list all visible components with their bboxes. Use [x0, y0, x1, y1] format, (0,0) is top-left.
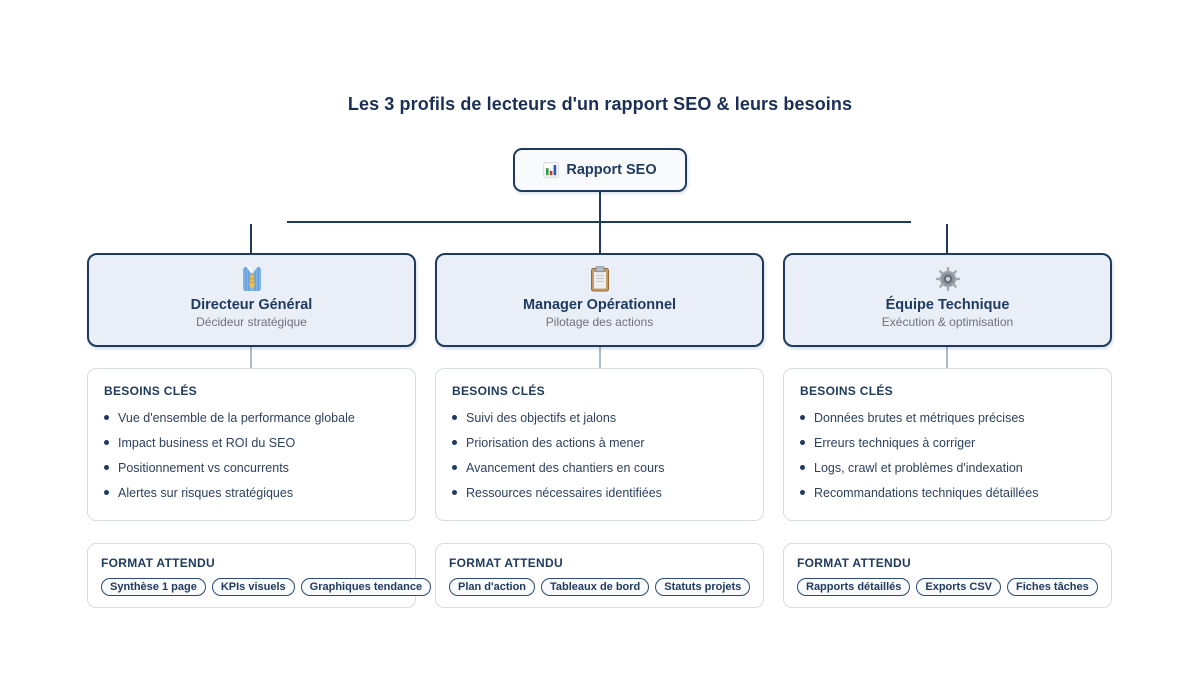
- besoin-item: Alertes sur risques stratégiques: [118, 485, 294, 500]
- profile-subtitle: Pilotage des actions: [545, 315, 654, 329]
- besoin-item: Données brutes et métriques précises: [814, 410, 1025, 425]
- format-tag-row: Rapports détaillés Exports CSV Fiches tâ…: [797, 578, 1098, 596]
- list-item: Priorisation des actions à mener: [452, 430, 747, 455]
- besoins-heading: BESOINS CLÉS: [104, 384, 197, 398]
- profile-subtitle: Exécution & optimisation: [881, 315, 1014, 329]
- list-item: Avancement des chantiers en cours: [452, 455, 747, 480]
- bullet-dot: [800, 440, 805, 445]
- besoin-item: Erreurs techniques à corriger: [814, 435, 976, 450]
- page-title: Les 3 profils de lecteurs d'un rapport S…: [347, 94, 853, 114]
- format-tag: Fiches tâches: [1007, 578, 1098, 596]
- format-heading: FORMAT ATTENDU: [797, 556, 911, 570]
- connector-horizontal: [287, 221, 911, 223]
- bar-chart-icon: [543, 162, 559, 178]
- profile-title: Équipe Technique: [885, 297, 1010, 313]
- format-tag: Rapports détaillés: [797, 578, 911, 596]
- connector-profile-besoins-1: [250, 347, 252, 368]
- besoin-item: Vue d'ensemble de la performance globale: [118, 410, 355, 425]
- bullet-dot: [800, 490, 805, 495]
- bullet-dot: [104, 440, 109, 445]
- connector-profile-besoins-3: [946, 347, 948, 368]
- list-item: Ressources nécessaires identifiées: [452, 480, 747, 505]
- profile-subtitle: Décideur stratégique: [196, 315, 307, 329]
- format-tag: KPIs visuels: [211, 578, 295, 596]
- format-tag-row: Synthèse 1 page KPIs visuels Graphiques …: [101, 578, 432, 596]
- besoin-item: Priorisation des actions à mener: [466, 435, 645, 450]
- besoin-item: Recommandations techniques détaillées: [814, 485, 1039, 500]
- list-item: Alertes sur risques stratégiques: [104, 480, 399, 505]
- bullet-dot: [452, 465, 457, 470]
- necktie-icon: [89, 264, 414, 294]
- besoins-heading: BESOINS CLÉS: [452, 384, 545, 398]
- besoin-item: Suivi des objectifs et jalons: [466, 410, 617, 425]
- profile-title: Directeur Général: [190, 297, 313, 313]
- bullet-dot: [800, 465, 805, 470]
- gear-icon: [785, 264, 1110, 294]
- list-item: Suivi des objectifs et jalons: [452, 405, 747, 430]
- format-tag: Plan d'action: [449, 578, 536, 596]
- format-card-equipe-technique: FORMAT ATTENDU Rapports détaillés Export…: [783, 543, 1112, 608]
- besoin-item: Logs, crawl et problèmes d'indexation: [814, 460, 1023, 475]
- list-item: Logs, crawl et problèmes d'indexation: [800, 455, 1095, 480]
- bullet-dot: [452, 440, 457, 445]
- format-card-manager-operationnel: FORMAT ATTENDU Plan d'action Tableaux de…: [435, 543, 764, 608]
- list-item: Vue d'ensemble de la performance globale: [104, 405, 399, 430]
- bullet-dot: [104, 490, 109, 495]
- format-heading: FORMAT ATTENDU: [101, 556, 215, 570]
- bullet-dot: [452, 490, 457, 495]
- besoins-card-directeur-general: BESOINS CLÉS Vue d'ensemble de la perfor…: [87, 368, 416, 521]
- besoin-item: Ressources nécessaires identifiées: [466, 485, 662, 500]
- list-item: Positionnement vs concurrents: [104, 455, 399, 480]
- profile-card-manager-operationnel: Manager Opérationnel Pilotage des action…: [435, 253, 764, 347]
- format-tag: Synthèse 1 page: [101, 578, 206, 596]
- bullet-dot: [452, 415, 457, 420]
- bullet-dot: [104, 465, 109, 470]
- format-card-directeur-general: FORMAT ATTENDU Synthèse 1 page KPIs visu…: [87, 543, 432, 608]
- bullet-dot: [104, 415, 109, 420]
- besoins-heading: BESOINS CLÉS: [800, 384, 893, 398]
- besoin-item: Impact business et ROI du SEO: [118, 435, 296, 450]
- profile-title: Manager Opérationnel: [522, 297, 677, 313]
- format-tag-row: Plan d'action Tableaux de bord Statuts p…: [449, 578, 751, 596]
- profile-card-equipe-technique: Équipe Technique Exécution & optimisatio…: [783, 253, 1112, 347]
- list-item: Données brutes et métriques précises: [800, 405, 1095, 430]
- connector-stub-left: [250, 224, 252, 253]
- besoins-list: Suivi des objectifs et jalons Priorisati…: [452, 405, 747, 505]
- bullet-dot: [800, 415, 805, 420]
- besoin-item: Avancement des chantiers en cours: [466, 460, 665, 475]
- format-tag: Graphiques tendance: [300, 578, 432, 596]
- root-node-rapport-seo: Rapport SEO: [513, 148, 687, 192]
- besoins-list: Vue d'ensemble de la performance globale…: [104, 405, 399, 505]
- clipboard-icon: [437, 264, 762, 294]
- list-item: Erreurs techniques à corriger: [800, 430, 1095, 455]
- format-tag: Statuts projets: [655, 578, 751, 596]
- format-heading: FORMAT ATTENDU: [449, 556, 563, 570]
- connector-profile-besoins-2: [599, 347, 601, 368]
- root-node-label: Rapport SEO: [566, 162, 657, 178]
- profile-card-directeur-general: Directeur Général Décideur stratégique: [87, 253, 416, 347]
- connector-stub-right: [946, 224, 948, 253]
- list-item: Recommandations techniques détaillées: [800, 480, 1095, 505]
- besoins-card-manager-operationnel: BESOINS CLÉS Suivi des objectifs et jalo…: [435, 368, 764, 521]
- besoins-list: Données brutes et métriques précises Err…: [800, 405, 1095, 505]
- list-item: Impact business et ROI du SEO: [104, 430, 399, 455]
- format-tag: Tableaux de bord: [541, 578, 650, 596]
- besoins-card-equipe-technique: BESOINS CLÉS Données brutes et métriques…: [783, 368, 1112, 521]
- besoin-item: Positionnement vs concurrents: [118, 460, 289, 475]
- format-tag: Exports CSV: [916, 578, 1001, 596]
